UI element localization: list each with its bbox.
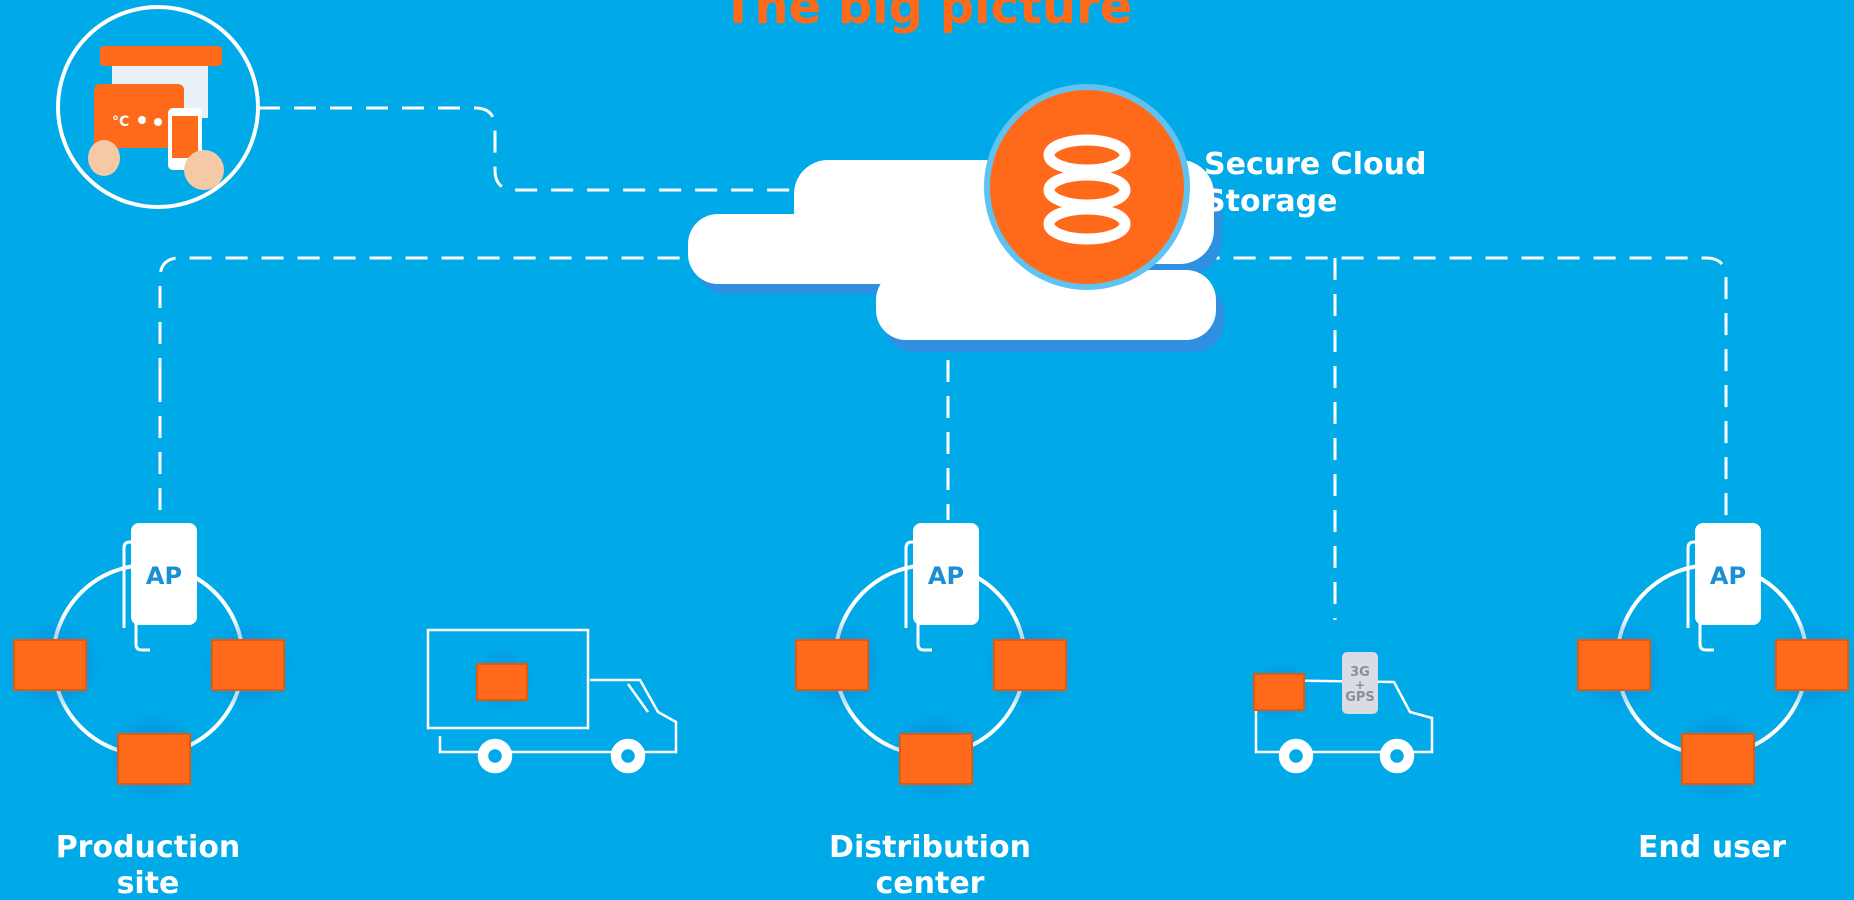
- ap-label: AP: [928, 562, 964, 590]
- site-label-distribution: Distribution center: [820, 830, 1040, 900]
- gateway-label-plus: +: [1355, 678, 1365, 692]
- sensor-tag-icon: [117, 733, 191, 785]
- dashboard-devices-icon: °C: [56, 5, 260, 209]
- ap-label: AP: [146, 562, 182, 590]
- sensor-tag-icon: [899, 733, 973, 785]
- device-to-cloud-line: [258, 106, 800, 192]
- gateway-label-3g: 3G: [1350, 665, 1370, 680]
- database-icon: [984, 84, 1190, 290]
- site-label-line2: site: [116, 866, 180, 900]
- location-pin-icon: [138, 116, 146, 124]
- site-enduser: AP: [1570, 523, 1854, 808]
- sensor-tag-icon: [795, 639, 869, 691]
- site-label-line1: End user: [1637, 830, 1787, 865]
- access-point-icon: [1695, 523, 1761, 625]
- cloud-storage-label-line1: Secure Cloud: [1204, 147, 1427, 182]
- site-label-production: Production site: [48, 830, 248, 900]
- sensor-tag-icon: [993, 639, 1067, 691]
- sensor-tag-icon: [1775, 639, 1849, 691]
- sensor-tag-icon: [476, 663, 528, 701]
- sensor-tag-icon: [211, 639, 285, 691]
- truck-icon: [426, 628, 678, 774]
- site-label-line2: center: [875, 866, 985, 900]
- gateway-3g-gps-icon: [1342, 652, 1378, 714]
- site-distribution: AP: [788, 523, 1080, 808]
- site-production: AP: [6, 523, 298, 808]
- van-icon: [1254, 678, 1434, 774]
- page-title: The big picture: [721, 0, 1133, 35]
- humidity-drop-icon: [154, 118, 162, 126]
- ap-label: AP: [1710, 562, 1746, 590]
- gateway-label-gps: GPS: [1345, 690, 1375, 705]
- backbone-line: [158, 256, 1728, 520]
- site-label-enduser: End user: [1612, 830, 1812, 866]
- sensor-tag-icon: [1681, 733, 1755, 785]
- cloud-storage-label: Secure Cloud Storage: [1204, 146, 1464, 220]
- device-readout-temp: °C: [112, 114, 129, 130]
- sensor-tag-icon: [1253, 673, 1305, 711]
- connection-lines: [158, 106, 1728, 620]
- cloud-storage-label-line2: Storage: [1204, 184, 1338, 219]
- site-label-line1: Production: [55, 830, 241, 865]
- sensor-tag-icon: [13, 639, 87, 691]
- site-label-line1: Distribution: [829, 830, 1031, 865]
- sensor-tag-icon: [1577, 639, 1651, 691]
- access-point-icon: [913, 523, 979, 625]
- access-point-icon: [131, 523, 197, 625]
